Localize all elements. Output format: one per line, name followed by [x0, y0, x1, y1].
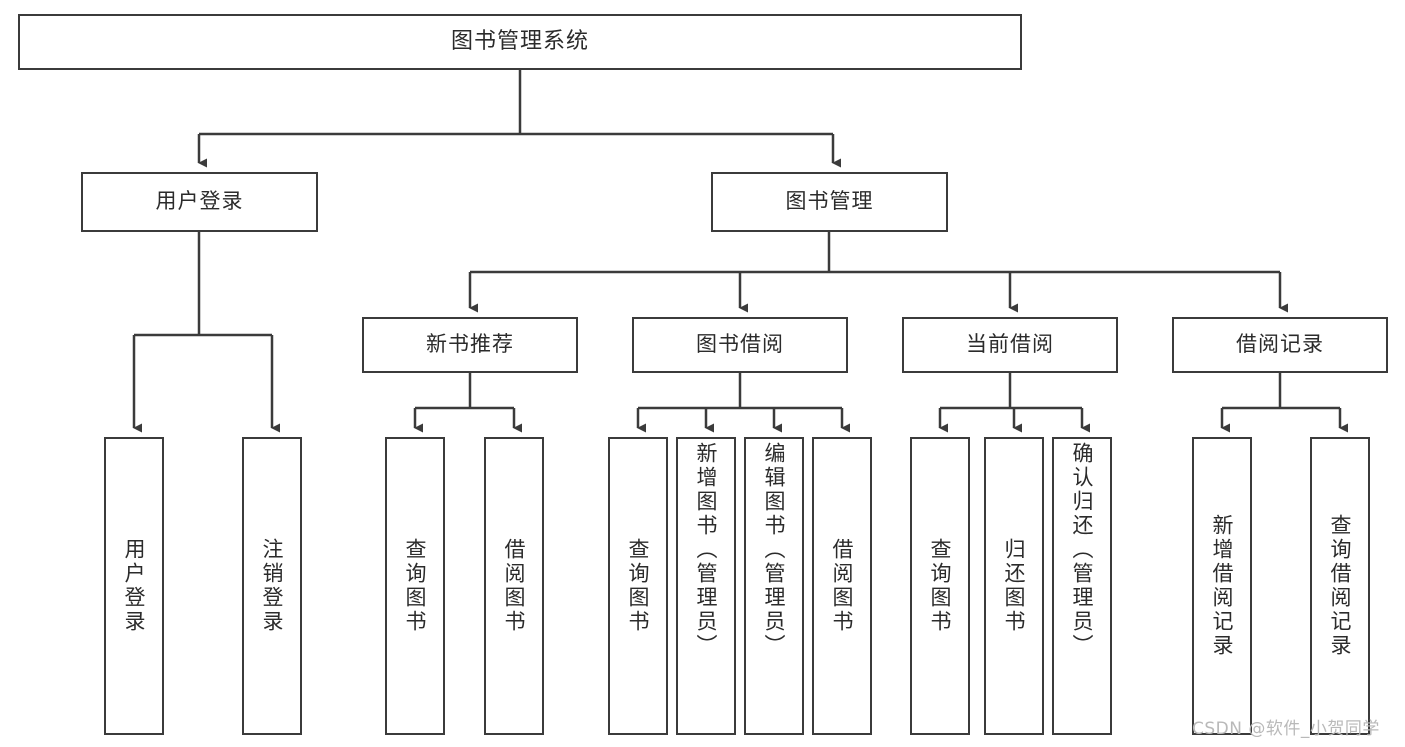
leaf-borrow-book-1[interactable]: 借阅图书: [484, 437, 544, 735]
node-borrow-record[interactable]: 借阅记录: [1172, 317, 1388, 373]
leaf-label: 查询图书: [626, 538, 651, 634]
leaf-logout-login[interactable]: 注销登录: [242, 437, 302, 735]
leaf-label: 归还图书: [1002, 538, 1027, 634]
node-label: 图书管理: [785, 189, 874, 214]
csdn-watermark: CSDN @软件_小贺同学: [1192, 719, 1380, 739]
leaf-label: 借阅图书: [502, 538, 527, 634]
leaf-label: 查询借阅记录: [1328, 514, 1353, 658]
node-label: 图书借阅: [696, 332, 784, 357]
leaf-query-book-3[interactable]: 查询图书: [910, 437, 970, 735]
leaf-confirm-return-admin[interactable]: 确认归还（管理员）: [1052, 437, 1112, 735]
leaf-query-borrow-record[interactable]: 查询借阅记录: [1310, 437, 1370, 735]
leaf-query-book-2[interactable]: 查询图书: [608, 437, 668, 735]
node-book-manage[interactable]: 图书管理: [711, 172, 948, 232]
leaf-label: 编辑图书（管理员）: [762, 442, 787, 658]
node-book-borrow[interactable]: 图书借阅: [632, 317, 848, 373]
node-label: 新书推荐: [426, 332, 514, 357]
node-label: 借阅记录: [1236, 332, 1324, 357]
leaf-add-borrow-record[interactable]: 新增借阅记录: [1192, 437, 1252, 735]
leaf-user-login[interactable]: 用户登录: [104, 437, 164, 735]
leaf-label: 查询图书: [928, 538, 953, 634]
node-label: 图书管理系统: [450, 28, 589, 54]
leaf-label: 新增图书（管理员）: [694, 442, 719, 658]
leaf-add-book-admin[interactable]: 新增图书（管理员）: [676, 437, 736, 735]
leaf-label: 注销登录: [260, 538, 285, 634]
leaf-label: 确认归还（管理员）: [1070, 442, 1095, 658]
leaf-edit-book-admin[interactable]: 编辑图书（管理员）: [744, 437, 804, 735]
leaf-label: 借阅图书: [830, 538, 855, 634]
leaf-query-book-1[interactable]: 查询图书: [385, 437, 445, 735]
node-user-login[interactable]: 用户登录: [81, 172, 318, 232]
node-label: 当前借阅: [966, 332, 1054, 357]
leaf-borrow-book-2[interactable]: 借阅图书: [812, 437, 872, 735]
leaf-label: 用户登录: [122, 538, 147, 634]
leaf-return-book[interactable]: 归还图书: [984, 437, 1044, 735]
leaf-label: 新增借阅记录: [1210, 514, 1235, 658]
node-label: 用户登录: [155, 189, 244, 214]
node-current-borrow[interactable]: 当前借阅: [902, 317, 1118, 373]
node-root-system[interactable]: 图书管理系统: [18, 14, 1022, 70]
node-new-book-recommend[interactable]: 新书推荐: [362, 317, 578, 373]
leaf-label: 查询图书: [403, 538, 428, 634]
